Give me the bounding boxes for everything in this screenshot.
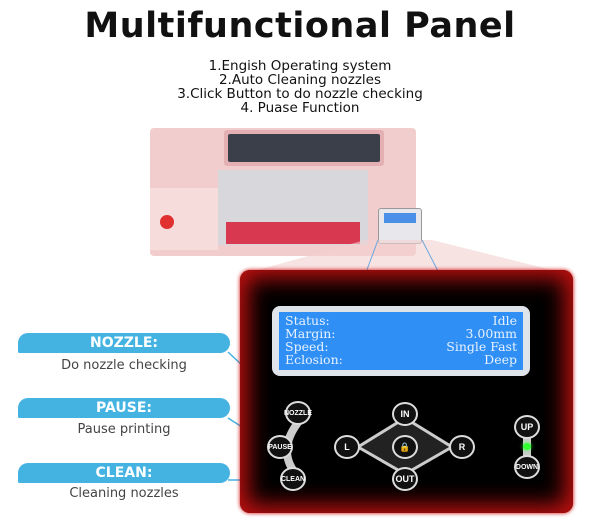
down-button[interactable]: DOWN: [514, 455, 540, 479]
right-button[interactable]: R: [449, 435, 475, 459]
lcd-row-status: Status: Idle: [285, 314, 517, 327]
lock-icon[interactable]: 🔒: [392, 435, 418, 459]
in-button[interactable]: IN: [392, 402, 418, 426]
lcd-label: Eclosion:: [285, 352, 343, 367]
callout-clean-desc: Cleaning nozzles: [69, 486, 179, 501]
out-button[interactable]: OUT: [392, 467, 418, 491]
lcd-label: Speed:: [285, 339, 329, 354]
feature-2: 2.Auto Cleaning nozzles: [218, 72, 382, 88]
lcd-display: Status: Idle Margin: 3.00mm Speed: Single F…: [272, 306, 530, 376]
printer-platform: [226, 222, 360, 244]
lcd-label: Margin:: [285, 326, 336, 341]
feature-4: 4. Puase Function: [240, 100, 360, 116]
feature-1: 1.Engish Operating system: [208, 58, 392, 74]
feature-3: 3.Click Button to do nozzle checking: [177, 86, 423, 102]
lcd-row-eclosion: Eclosion: Deep: [285, 353, 517, 366]
status-led-icon: [523, 443, 531, 450]
lcd-row-margin: Margin: 3.00mm: [285, 327, 517, 340]
printer-window: [228, 134, 380, 162]
lcd-value: Idle: [492, 313, 517, 328]
left-button[interactable]: L: [334, 435, 360, 459]
lcd-row-speed: Speed: Single Fast: [285, 340, 517, 353]
printer-control-panel: [378, 208, 422, 244]
lcd-value: Deep: [484, 352, 517, 367]
power-button-icon: [160, 215, 174, 229]
callout-pause-desc: Pause printing: [77, 422, 171, 437]
callout-nozzle-desc: Do nozzle checking: [61, 358, 187, 373]
lcd-label: Status:: [285, 313, 330, 328]
clean-button[interactable]: CLEAN: [280, 467, 306, 491]
callout-clean-title: CLEAN:: [18, 463, 230, 483]
lcd-value: 3.00mm: [465, 326, 517, 341]
pause-button[interactable]: PAUSE: [267, 435, 293, 459]
page-title: Multifunctional Panel: [84, 6, 516, 46]
lcd-value: Single Fast: [446, 339, 517, 354]
up-button[interactable]: UP: [514, 415, 540, 439]
callout-pause-title: PAUSE:: [18, 398, 230, 418]
nozzle-button[interactable]: NOZZLE: [284, 401, 312, 425]
callout-nozzle-title: NOZZLE:: [18, 333, 230, 353]
